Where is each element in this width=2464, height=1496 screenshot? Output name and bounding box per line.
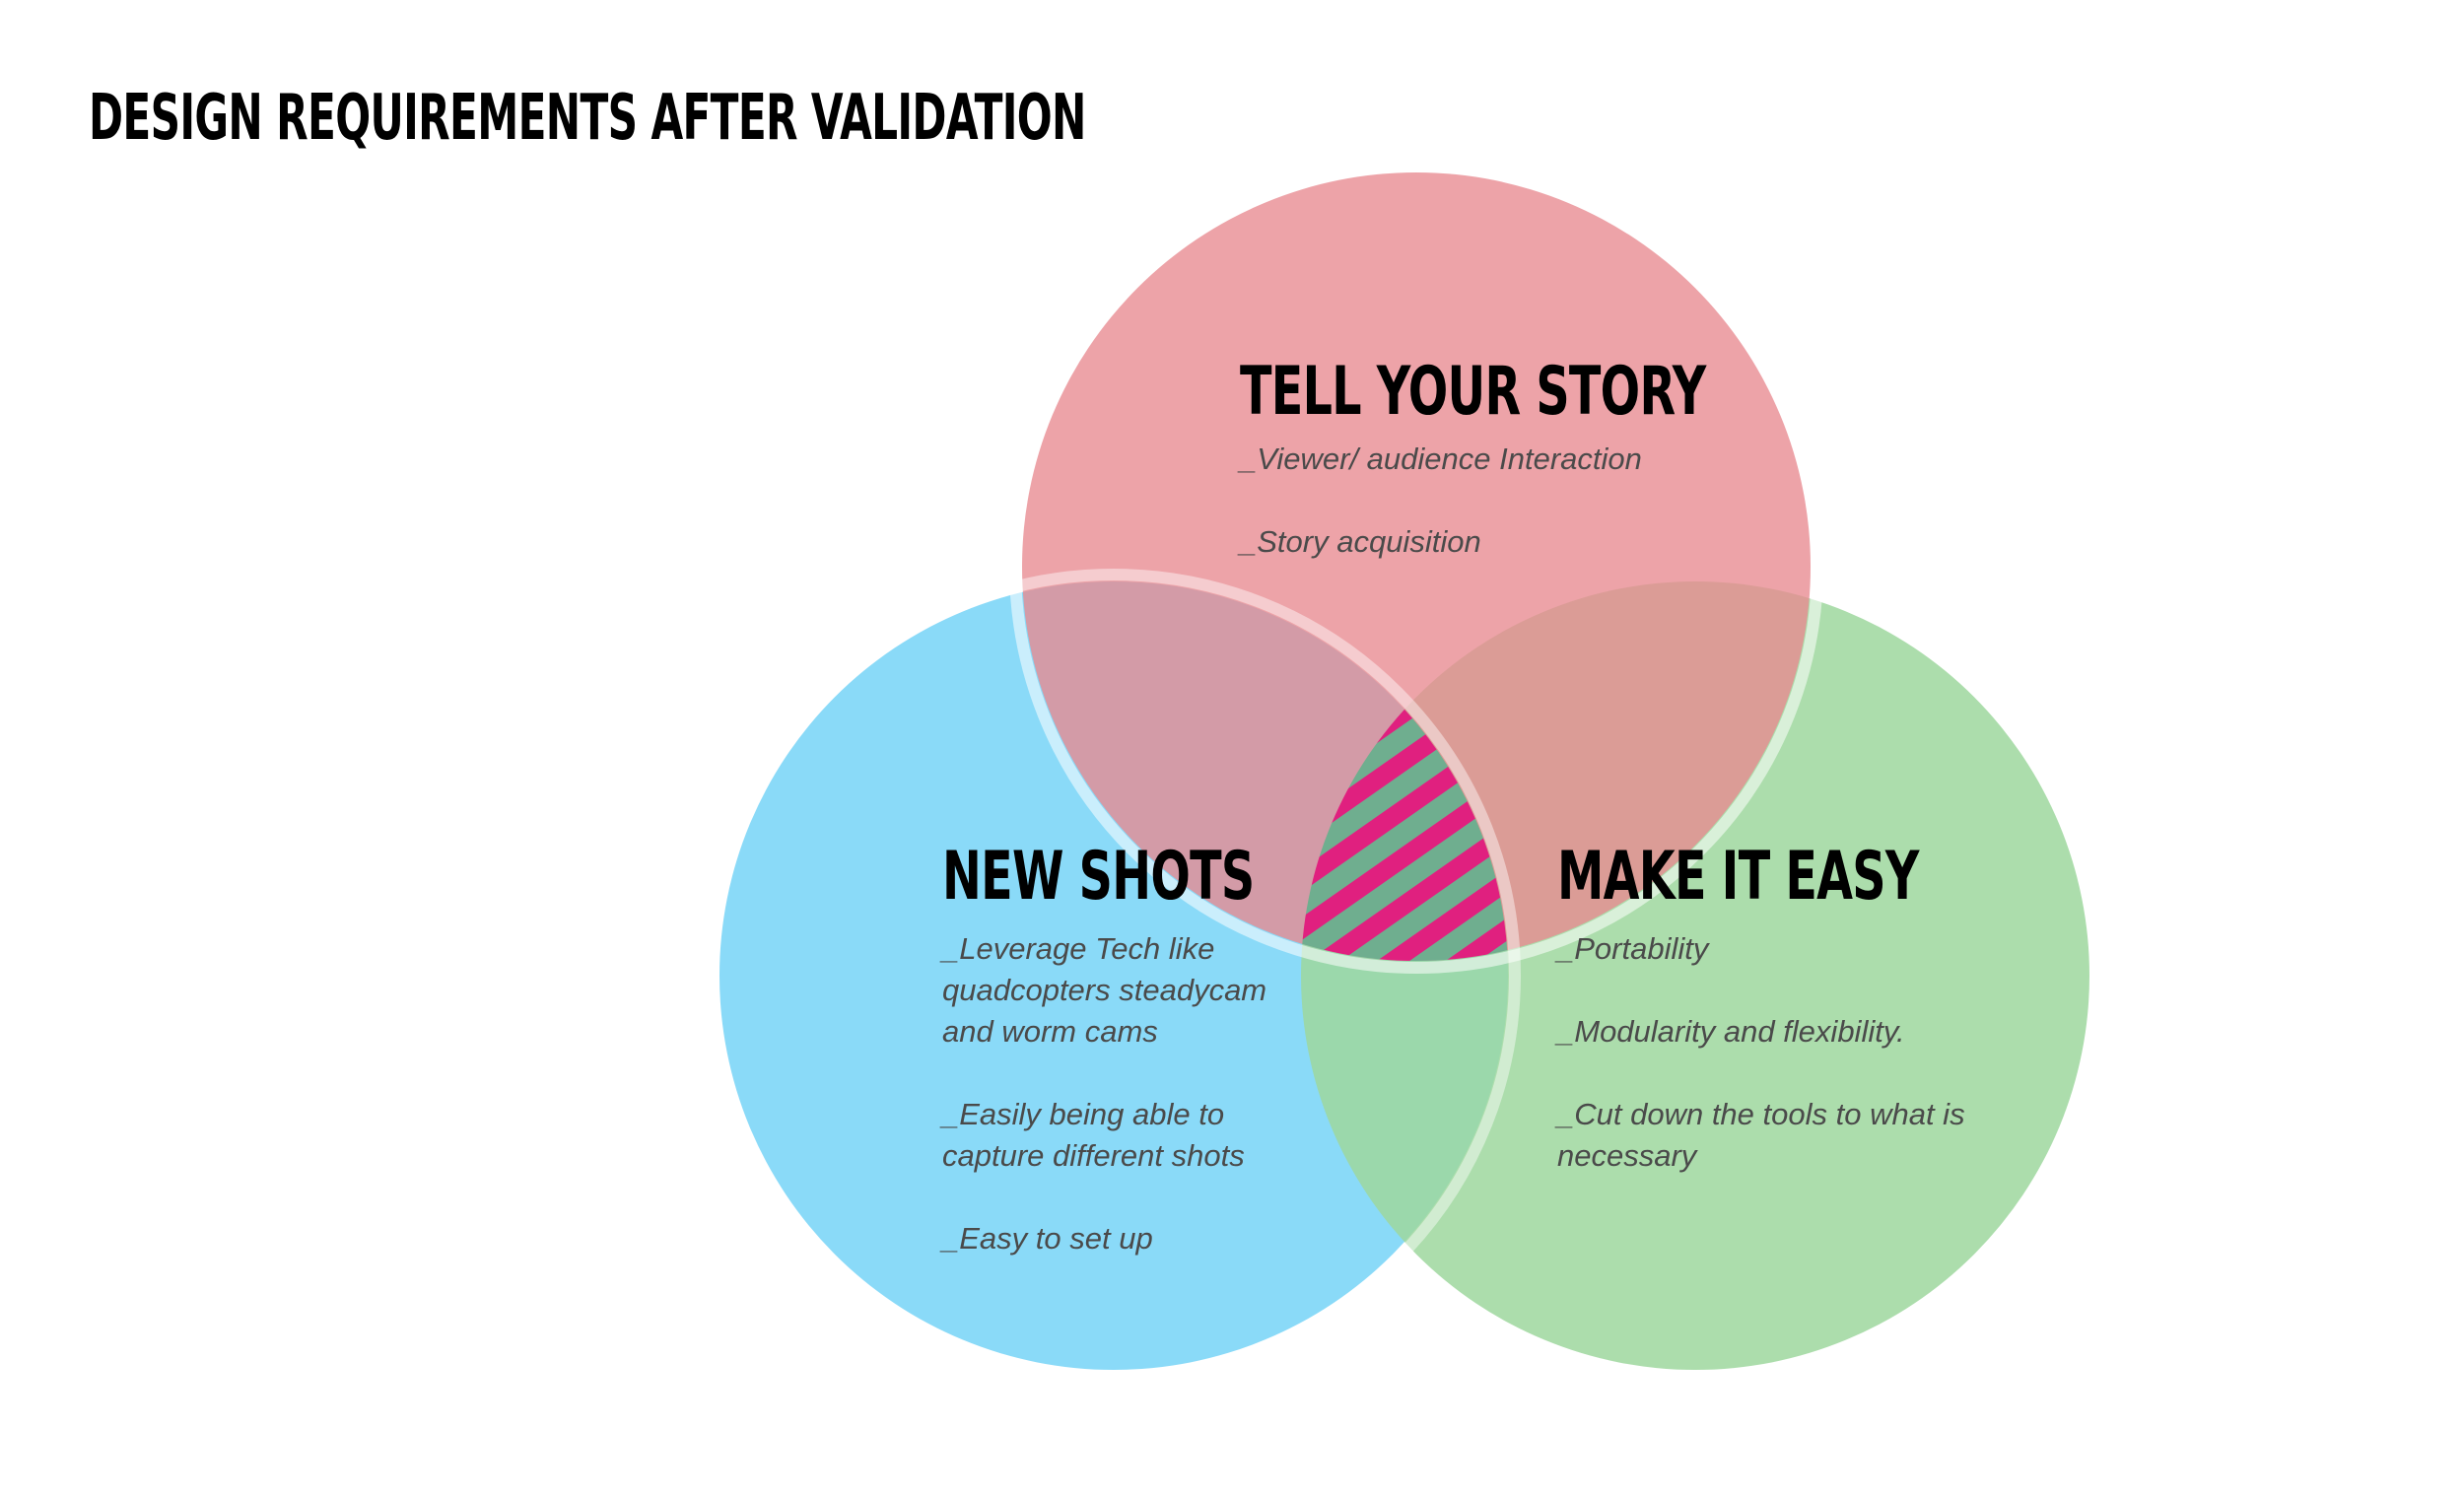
list-item: _Cut down the tools to what is necessary [1557,1097,1965,1173]
list-new-shots: _Leverage Tech like quadcopters steadyca… [942,928,1297,1259]
list-item: _Leverage Tech like quadcopters steadyca… [942,931,1267,1049]
list-item: _Portability [1557,931,1709,966]
list-item: _Easy to set up [942,1221,1153,1256]
outline-tell-your-story [1009,160,1823,974]
list-item: _Easily being able to capture different … [942,1097,1245,1173]
outline-new-shots [707,569,1521,1383]
label-new-shots: NEW SHOTS [942,838,1255,916]
list-item: _Story acquisition [1240,524,1481,559]
circle-tell-your-story [1022,172,1811,961]
list-tell-your-story: _Viewer/ audience Interaction _Story acq… [1240,439,1752,563]
label-make-it-easy: MAKE IT EASY [1557,838,1919,916]
list-item: _Modularity and flexibility. [1557,1014,1905,1049]
list-make-it-easy: _Portability _Modularity and flexibility… [1557,928,1991,1177]
label-tell-your-story: TELL YOUR STORY [1240,353,1706,431]
page-title: DESIGN REQUIREMENTS AFTER VALIDATION [89,82,1086,155]
list-item: _Viewer/ audience Interaction [1240,442,1642,476]
